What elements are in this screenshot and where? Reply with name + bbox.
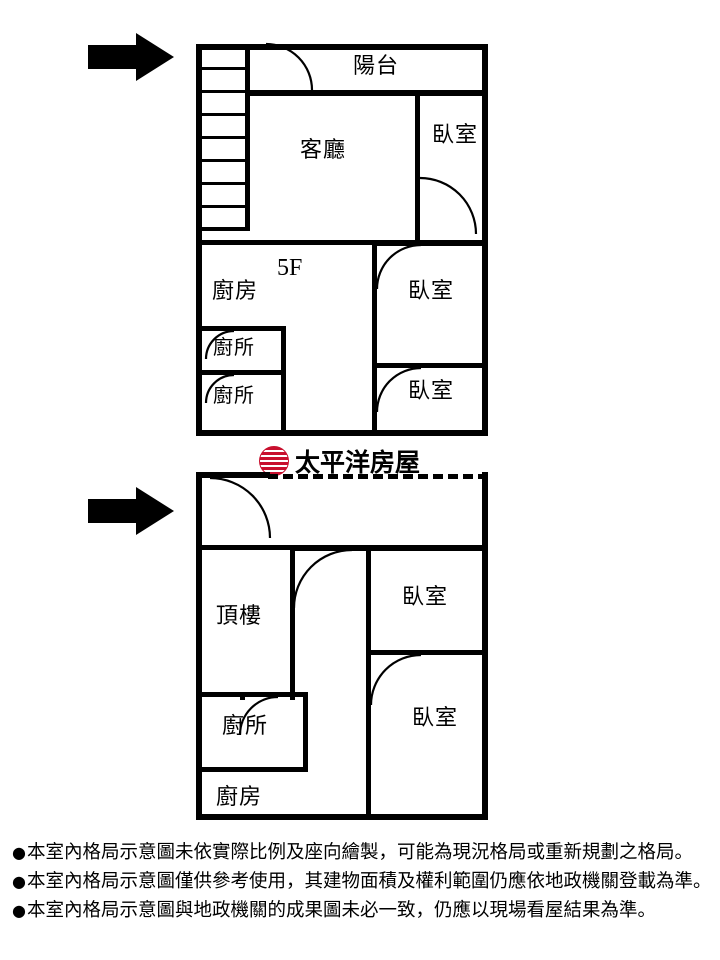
wall-toilet-1-bottom (202, 370, 286, 375)
wall-lower-bedroom-2-left (366, 650, 371, 818)
room-label-toilet-2: 廚所 (213, 383, 255, 407)
room-label-bedroom-2: 臥室 (408, 279, 455, 304)
wall-bedroom-2-3-divider (372, 363, 488, 368)
footnotes: ● 本室內格局示意圖未依實際比例及座向繪製，可能為現況格局或重新規劃之格局。 ●… (12, 838, 712, 925)
footnote-2-text: 本室內格局示意圖僅供參考使用，其建物面積及權利範圍仍應依地政機關登載為準。 (27, 871, 712, 892)
wall-bedroom-2-top (372, 240, 488, 246)
stair-step-3 (201, 113, 250, 116)
stair-step-2 (201, 90, 250, 93)
room-label-kitchen-upper: 廚房 (212, 279, 259, 304)
bullet-icon-1: ● (12, 843, 26, 862)
wall-living-bottom (196, 240, 420, 245)
room-label-lower-bedroom-2: 臥室 (412, 706, 459, 731)
room-label-rooftop: 頂樓 (216, 604, 263, 629)
stair-step-8 (201, 227, 250, 231)
wall-upper-top (196, 44, 488, 50)
door-arc-lower-toilet (238, 695, 279, 736)
room-label-lower-toilet: 廚所 (222, 714, 269, 739)
wall-lower-toilet-door-jamb (240, 692, 245, 700)
wall-lower-toilet-bottom (202, 767, 308, 772)
wall-lower-bedroom-2-top (366, 650, 488, 655)
wall-lower-top-solid (196, 472, 270, 478)
pacific-logo-icon (259, 446, 289, 476)
footnote-3: ● 本室內格局示意圖與地政機關的成果圖未必一致，仍應以現場看屋結果為準。 (12, 896, 712, 925)
door-arc-toilet-2 (204, 373, 235, 404)
wall-rooftop-right (290, 545, 295, 700)
door-arc-entry-lower (209, 476, 272, 539)
footnote-3-text: 本室內格局示意圖與地政機關的成果圖未必一致，仍應以現場看屋結果為準。 (27, 900, 657, 921)
room-label-balcony: 陽台 (353, 54, 400, 79)
entrance-arrow-lower (88, 487, 174, 539)
room-label-bedroom-3: 臥室 (408, 379, 455, 404)
door-arc-balcony (265, 42, 314, 91)
stair-step-6 (201, 182, 250, 185)
wall-lower-top-dashed (268, 474, 488, 479)
door-arc-toilet-1 (204, 329, 235, 360)
entrance-arrow-upper (88, 33, 174, 85)
room-label-lower-kitchen: 廚房 (216, 785, 263, 810)
stair-step-7 (201, 205, 250, 208)
brand-name: 太平洋房屋 (295, 448, 421, 477)
bullet-icon-2: ● (12, 872, 26, 891)
bullet-icon-3: ● (12, 901, 26, 920)
wall-balcony-bottom (250, 90, 488, 96)
wall-bedroom-2-left (372, 240, 377, 434)
door-arc-lower-bedroom-2 (369, 653, 422, 706)
footnote-2: ● 本室內格局示意圖僅供參考使用，其建物面積及權利範圍仍應依地政機關登載為準。 (12, 867, 712, 896)
wall-balcony-left-stub (250, 90, 308, 96)
door-arc-bedroom-1 (419, 176, 478, 235)
wall-living-right (415, 96, 420, 244)
footnote-1: ● 本室內格局示意圖未依實際比例及座向繪製，可能為現況格局或重新規劃之格局。 (12, 838, 712, 867)
stair-step-5 (201, 159, 250, 162)
door-arc-bedroom-3 (375, 366, 422, 413)
wall-lower-toilet-top (202, 692, 308, 697)
door-arc-lower-bedroom-1 (292, 548, 353, 609)
wall-lower-left (196, 472, 202, 820)
wall-toilet-1-top (202, 326, 286, 331)
floor-label-5f: 5F (277, 255, 303, 281)
room-label-living: 客廳 (300, 138, 347, 163)
footnote-1-text: 本室內格局示意圖未依實際比例及座向繪製，可能為現況格局或重新規劃之格局。 (27, 842, 694, 863)
wall-lower-bedroom-1-top (290, 545, 488, 551)
room-label-lower-bedroom-1: 臥室 (402, 585, 449, 610)
wall-lower-bottom (196, 814, 488, 820)
wall-upper-bottom (196, 430, 488, 436)
wall-entry-bottom (196, 545, 292, 550)
wall-toilet-1-right (281, 326, 286, 434)
brand-logo: 太平洋房屋 (259, 443, 420, 479)
room-label-toilet-1: 廚所 (213, 335, 255, 359)
wall-lower-toilet-right (303, 692, 308, 772)
stair-step-1 (201, 67, 250, 70)
door-arc-bedroom-2 (375, 243, 422, 290)
wall-lower-bedroom-1-left (366, 545, 371, 653)
wall-lower-right (482, 472, 488, 820)
room-label-bedroom-1: 臥室 (432, 123, 479, 148)
stair-step-4 (201, 136, 250, 139)
